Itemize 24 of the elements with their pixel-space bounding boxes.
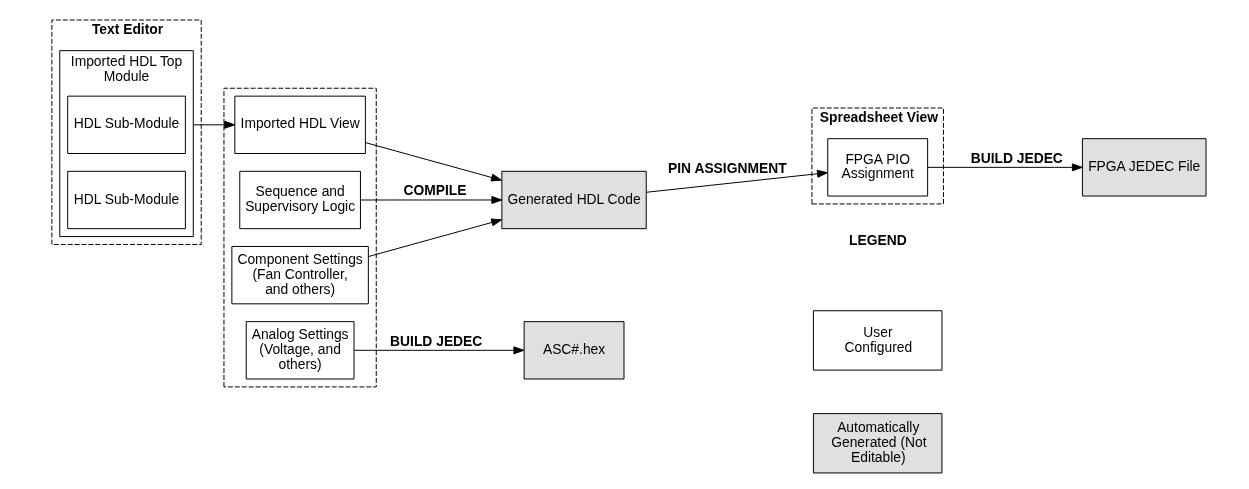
arrow [359,196,502,204]
arrow [364,142,502,182]
node-box: Analog Settings (Voltage, and others) [245,321,354,380]
node-box: HDL Sub-Module [66,170,186,230]
node-box: FPGA JEDEC File [1081,138,1207,197]
label: LEGEND [848,232,907,249]
node-box: Generated HDL Code [500,170,647,230]
arrow [645,169,828,193]
legend-label: User Configured [844,323,912,355]
arrow [353,346,524,355]
edge-label: COMPILE [402,182,466,199]
legend-label: Automatically Generated (Not Editable) [830,419,927,465]
edge-label: BUILD JEDEC [389,332,482,349]
node-box: Sequence and Supervisory Logic [238,170,361,230]
node-box: FPGA PIO Assignment [826,138,928,197]
node-box: Imported HDL View [233,95,366,154]
arrow [192,120,235,129]
arrow [926,163,1083,172]
arrow [367,218,502,257]
edge-label: PIN ASSIGNMENT [667,160,787,177]
node-box: ASC#.hex [523,321,624,380]
node-box: HDL Sub-Module [66,95,186,154]
node-box: Component Settings (Fan Controller, and others) [230,246,369,305]
edge-label: BUILD JEDEC [970,149,1063,166]
